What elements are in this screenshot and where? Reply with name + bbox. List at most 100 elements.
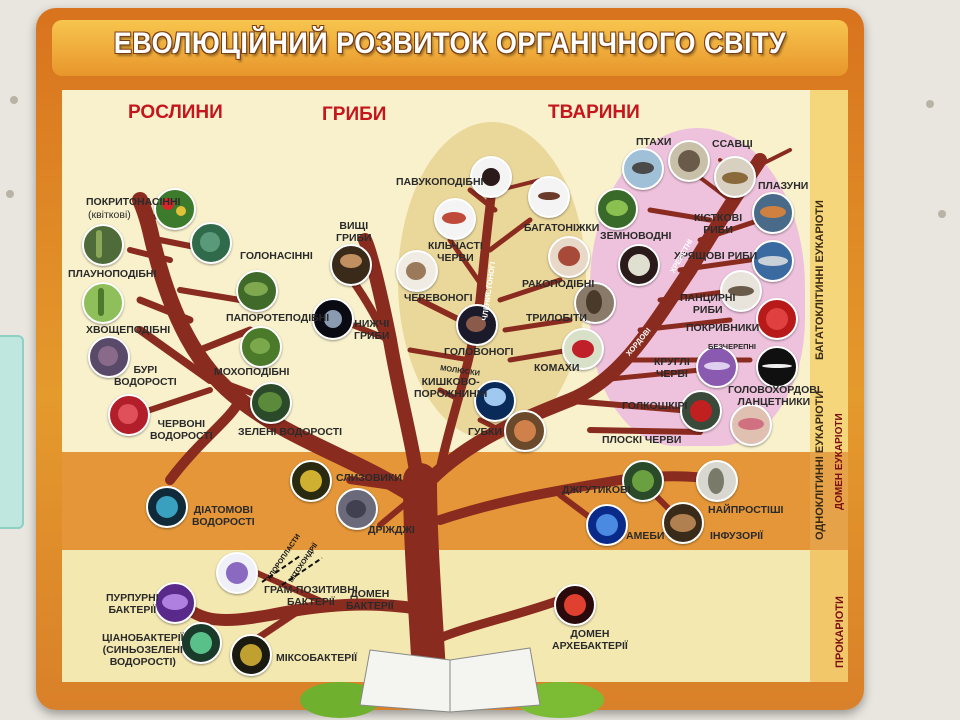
side-strip-mid [810, 452, 848, 550]
purple-bacteria-photo [154, 582, 196, 624]
birds-photo [622, 148, 664, 190]
purple-bacteria-label: ПУРПУРНІ БАКТЕРІЇ [106, 592, 159, 616]
flagellates-label: ДЖГУТИКОВІ [562, 484, 631, 496]
skullless-branch-label: БЕЗЧЕРЕПНІ [708, 342, 756, 351]
flatworms-label: ПЛОСКІ ЧЕРВИ [602, 434, 682, 446]
trilobites-label: ТРИЛОБІТИ [526, 312, 587, 324]
angiosperms-photo [154, 188, 196, 230]
echinoderms-photo [680, 390, 722, 432]
higher-fungi-photo [330, 244, 372, 286]
reptiles-label: ПЛАЗУНИ [758, 180, 809, 192]
angiosperms-label: ПОКРИТОНАСІННІ [86, 196, 181, 208]
amoebae-label: АМЕБИ [626, 530, 665, 542]
sponges-photo [504, 410, 546, 452]
cnidarians-photo [474, 380, 516, 422]
cnidarians-label: КИШКОВО- ПОРОЖНИННІ [414, 376, 488, 400]
mammals-label: ССАВЦІ [712, 138, 753, 150]
mammals-photo [668, 140, 710, 182]
annelids-label: КІЛЬЧАСТІ ЧЕРВИ [428, 240, 483, 264]
red-algae-photo [108, 394, 150, 436]
armored-fish-label: ПАНЦИРНІ РИБИ [680, 292, 736, 316]
gymnosperms-label: ГОЛОНАСІННІ [240, 250, 313, 262]
insects-label: КОМАХИ [534, 362, 580, 374]
simplest-label: НАЙПРОСТІШІ [708, 504, 784, 516]
bony-fish-label: КІСТКОВІ РИБИ [694, 212, 743, 236]
cartilaginous-fish-label: ХРЯЩОВІ РИБИ [674, 250, 758, 262]
yeasts-photo [336, 488, 378, 530]
cyanobacteria-photo [180, 622, 222, 664]
bacteria-domain-label: ДОМЕН БАКТЕРІЇ [346, 588, 394, 612]
horsetails-label: ХВОЩЕПОДІБНІ [86, 324, 171, 336]
myriapods-photo [528, 176, 570, 218]
simplest-photo [696, 460, 738, 502]
ciliates-label: ІНФУЗОРІЇ [710, 530, 764, 542]
cephalopods-label: ГОЛОВОНОГІ [444, 346, 514, 358]
insects-photo [562, 328, 604, 370]
wall-pin [10, 96, 18, 104]
cyanobacteria-label: ЦІАНОБАКТЕРІЇ (СИНЬОЗЕЛЕНІ ВОДОРОСТІ) [102, 632, 184, 668]
archaea-domain-label: ДОМЕН АРХЕБАКТЕРІЇ [552, 628, 628, 652]
archaea-photo [554, 584, 596, 626]
echinoderms-label: ГОЛКОШКІРІ [622, 400, 688, 412]
gastropods-photo [396, 250, 438, 292]
annelids-photo [434, 198, 476, 240]
ferns-photo [236, 270, 278, 312]
tunicates-label: ПОКРИВНИКИ [686, 322, 760, 334]
gram-positive-label: ГРАМ-ПОЗИТИВНІ БАКТЕРІЇ [264, 584, 358, 608]
gastropods-label: ЧЕРЕВОНОГІ [404, 292, 473, 304]
crustaceans-label: РАКОПОДІБНІ [522, 278, 595, 290]
birds-label: ПТАХИ [636, 136, 672, 148]
roundworms-photo [696, 346, 738, 388]
flatworms-photo [730, 404, 772, 446]
lower-fungi-label: НИЖЧІ ГРИБИ [354, 318, 390, 342]
green-algae-label: ЗЕЛЕНІ ВОДОРОСТІ [238, 426, 343, 438]
myxobacteria-photo [230, 634, 272, 676]
fungi-heading: ГРИБИ [322, 104, 387, 125]
angiosperms-note: (квіткові) [88, 209, 131, 221]
side-card [0, 335, 24, 529]
animals-heading: ТВАРИНИ [548, 102, 640, 123]
bony-fish-photo [752, 192, 794, 234]
amoebae-photo [586, 504, 628, 546]
eukaryote-domain-label: ДОМЕН ЕУКАРІОТИ [834, 413, 845, 510]
sponges-label: ГУБКИ [468, 426, 502, 438]
ferns-label: ПАПОРОТЕПОДІБНІ [226, 312, 330, 324]
lycopods-label: ПЛАУНОПОДІБНІ [68, 268, 157, 280]
crustaceans-photo [548, 236, 590, 278]
myriapods-label: БАГАТОНІЖКИ [524, 222, 600, 234]
horsetails-photo [82, 282, 124, 324]
unicellular-label: ОДНОКЛІТИННІ ЕУКАРІОТИ [814, 390, 826, 540]
lancelets-label: ГОЛОВОХОРДОВІ ЛАНЦЕТНИКИ [728, 384, 820, 408]
multicellular-label: БАГАТОКЛІТИННІ ЕУКАРІОТИ [814, 200, 826, 360]
poster-title: ЕВОЛЮЦІЙНИЙ РОЗВИТОК ОРГАНІЧНОГО СВІТУ [113, 26, 787, 60]
side-strip-bottom [810, 550, 848, 682]
trilobites-photo [574, 282, 616, 324]
wall-pin [926, 100, 934, 108]
gymnosperms-photo [190, 222, 232, 264]
arachnids-label: ПАВУКОПОДІБНІ [396, 176, 484, 188]
reptiles-photo [714, 156, 756, 198]
cephalopods-photo [456, 304, 498, 346]
higher-fungi-label: ВИЩІ ГРИБИ [336, 220, 372, 244]
mosses-label: МОХОПОДІБНІ [214, 366, 290, 378]
flagellates-photo [622, 460, 664, 502]
slime-molds-photo [290, 460, 332, 502]
tunicates-photo [756, 298, 798, 340]
cartilaginous-fish-photo [752, 240, 794, 282]
brown-algae-photo [88, 336, 130, 378]
diatoms-photo [146, 486, 188, 528]
red-algae-label: ЧЕРВОНІ ВОДОРОСТІ [150, 418, 213, 442]
arachnids-photo [470, 156, 512, 198]
lancelets-photo [756, 346, 798, 388]
wall-pin [938, 210, 946, 218]
slime-molds-label: СЛИЗОВИКИ [336, 472, 402, 484]
prokaryotes-label: ПРОКАРІОТИ [834, 596, 846, 668]
mosses-photo [240, 326, 282, 368]
green-algae-photo [250, 382, 292, 424]
armored-fish-photo [720, 270, 762, 312]
chloroplast-bacteria-photo [216, 552, 258, 594]
roundworms-label: КРУГЛІ ЧЕРВІ [654, 356, 690, 380]
lower-fungi-photo [312, 298, 354, 340]
wall-pin [6, 190, 14, 198]
